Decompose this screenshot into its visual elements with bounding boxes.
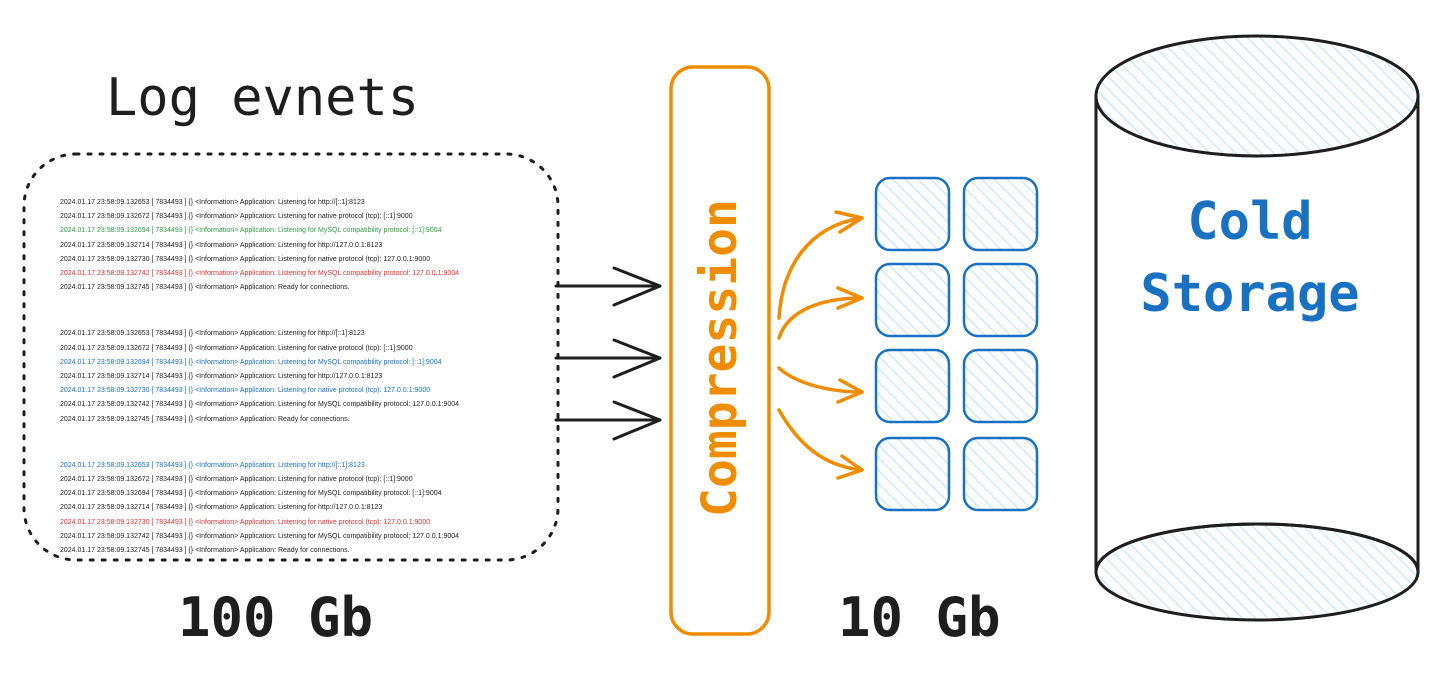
- log-line: 2024.01.17 23:58:09.132714 [ 7834493 ] {…: [60, 241, 383, 249]
- output-arrow: [777, 210, 864, 320]
- log-line: 2024.01.17 23:58:09.132694 [ 7834493 ] {…: [60, 227, 442, 235]
- compressed-block: [962, 348, 1039, 424]
- log-group: 2024.01.17 23:58:09.132653 [ 7834493 ] {…: [60, 196, 560, 295]
- log-group: 2024.01.17 23:58:09.132653 [ 7834493 ] {…: [60, 327, 560, 426]
- input-arrow: [554, 338, 662, 379]
- input-size-label: 100 Gb: [178, 586, 374, 649]
- log-line: 2024.01.17 23:58:09.132653 [ 7834493 ] {…: [60, 330, 365, 338]
- log-line: 2024.01.17 23:58:09.132672 [ 7834493 ] {…: [60, 476, 413, 484]
- log-line: 2024.01.17 23:58:09.132730 [ 7834493 ] {…: [60, 387, 431, 395]
- compressed-block: [874, 348, 951, 424]
- output-arrow: [777, 286, 864, 340]
- compressed-block: [874, 436, 951, 512]
- log-group: 2024.01.17 23:58:09.132653 [ 7834493 ] {…: [60, 459, 560, 558]
- cold-storage-cylinder: [1094, 34, 1420, 622]
- input-arrow: [554, 400, 662, 441]
- compressed-block: [962, 436, 1039, 512]
- output-arrows: [777, 210, 864, 480]
- input-arrow: [554, 266, 662, 307]
- output-arrow: [777, 408, 864, 480]
- log-line: 2024.01.17 23:58:09.132653 [ 7834493 ] {…: [60, 199, 365, 206]
- output-size-label: 10 Gb: [838, 586, 1001, 649]
- log-line: 2024.01.17 23:58:09.132653 [ 7834493 ] {…: [60, 461, 365, 469]
- cold-storage-label-line1: Cold: [1187, 192, 1313, 252]
- log-line: 2024.01.17 23:58:09.132730 [ 7834493 ] {…: [60, 255, 431, 263]
- log-line: 2024.01.17 23:58:09.132672 [ 7834493 ] {…: [60, 344, 413, 352]
- compression-box: [669, 65, 771, 636]
- log-line: 2024.01.17 23:58:09.132730 [ 7834493 ] {…: [60, 518, 431, 526]
- cold-storage-label-line2: Storage: [1140, 264, 1360, 324]
- compression-label: Compression: [692, 199, 748, 517]
- compressed-block: [874, 262, 951, 338]
- compressed-block: [962, 262, 1039, 338]
- log-line: 2024.01.17 23:58:09.132745 [ 7834493 ] {…: [60, 415, 350, 423]
- compressed-blocks-grid: [874, 176, 1039, 512]
- cylinder-top: [1094, 34, 1420, 158]
- log-line: 2024.01.17 23:58:09.132694 [ 7834493 ] {…: [60, 490, 442, 498]
- log-lines: 2024.01.17 23:58:09.132653 [ 7834493 ] {…: [60, 196, 560, 558]
- cylinder-body: [1094, 96, 1420, 572]
- log-events-title: Log evnets: [106, 68, 420, 128]
- compressed-block: [962, 176, 1039, 252]
- input-arrows: [554, 266, 662, 441]
- compressed-block: [874, 176, 951, 252]
- log-line: 2024.01.17 23:58:09.132742 [ 7834493 ] {…: [60, 532, 460, 540]
- log-line: 2024.01.17 23:58:09.132714 [ 7834493 ] {…: [60, 373, 383, 381]
- log-line: 2024.01.17 23:58:09.132742 [ 7834493 ] {…: [60, 270, 460, 278]
- output-arrow: [777, 366, 864, 404]
- cylinder-bottom: [1094, 522, 1420, 622]
- log-line: 2024.01.17 23:58:09.132745 [ 7834493 ] {…: [60, 547, 350, 555]
- log-line: 2024.01.17 23:58:09.132672 [ 7834493 ] {…: [60, 213, 413, 221]
- log-line: 2024.01.17 23:58:09.132742 [ 7834493 ] {…: [60, 401, 460, 409]
- log-line: 2024.01.17 23:58:09.132714 [ 7834493 ] {…: [60, 504, 383, 512]
- log-line: 2024.01.17 23:58:09.132745 [ 7834493 ] {…: [60, 284, 350, 292]
- log-line: 2024.01.17 23:58:09.132694 [ 7834493 ] {…: [60, 358, 442, 366]
- cold-storage-label: Cold Storage: [1112, 186, 1388, 330]
